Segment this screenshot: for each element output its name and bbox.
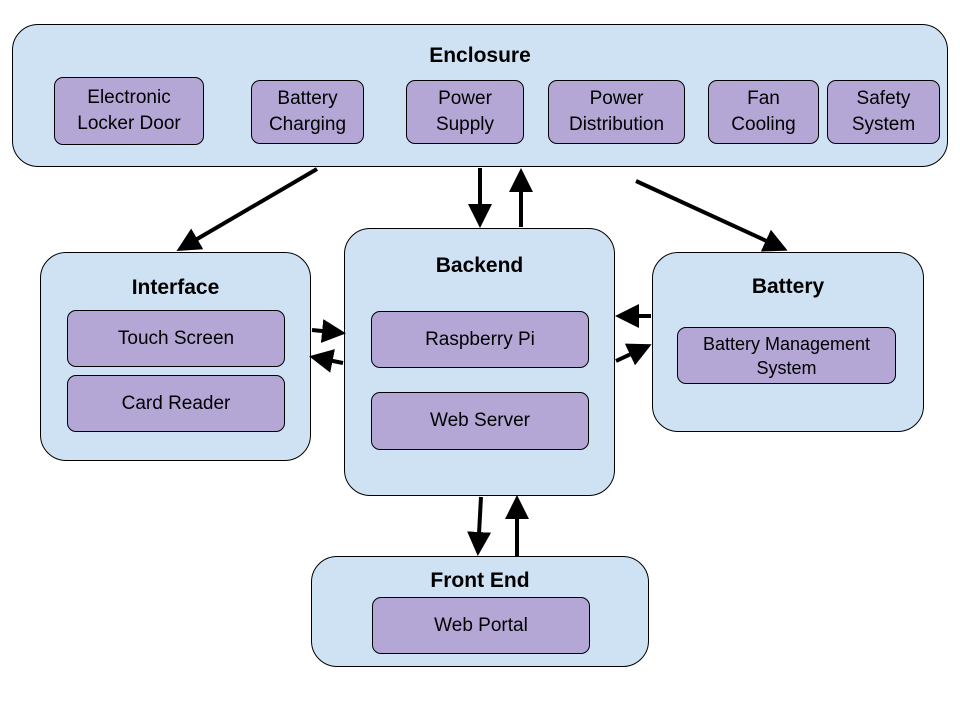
web-server-label: Web Server [430,410,530,431]
battery-charging-label: Battery Charging [268,88,347,135]
battery-group: Battery Battery Management System [652,252,924,432]
touch-screen-label: Touch Screen [117,327,235,349]
card-reader-box: Card Reader [67,375,285,432]
interface-title: Interface [131,276,220,299]
safety-system-label: Safety System [851,88,916,135]
power-distribution-box: Power Distribution [548,80,685,144]
interface-group: Interface Touch Screen Card Reader [40,252,311,461]
arrow-backend-to-interface [309,349,344,373]
raspberry-pi-label: Raspberry Pi [425,328,535,350]
safety-system-box: Safety System [827,80,940,144]
frontend-title: Front End [430,569,530,592]
frontend-group: Front End Web Portal [311,556,649,667]
battery-charging-box: Battery Charging [251,80,364,144]
fan-cooling-label: Fan Cooling [731,88,796,135]
battery-management-system-box: Battery Management System [677,327,896,384]
web-portal-label: Web Portal [434,614,528,636]
power-supply-box: Power Supply [406,80,524,144]
electronic-locker-door-label: Electronic Locker Door [77,87,181,134]
arrow-enclosure-to-interface [176,167,319,252]
power-supply-label: Power Supply [435,88,495,135]
raspberry-pi-box: Raspberry Pi [371,311,589,368]
fan-cooling-box: Fan Cooling [708,80,819,144]
arrow-interface-to-backend [311,319,346,343]
electronic-locker-door-box: Electronic Locker Door [54,77,204,145]
touch-screen-box: Touch Screen [67,310,285,367]
battery-title: Battery [751,275,825,298]
battery-management-system-label: Battery Management System [702,333,871,378]
backend-title: Backend [435,254,524,277]
arrow-enclosure-to-battery [635,179,788,252]
web-server-box: Web Server [371,392,589,450]
arrow-backend-to-battery [615,343,652,366]
enclosure-group: Enclosure Electronic Locker Door Battery… [12,24,948,167]
enclosure-title: Enclosure [429,44,531,67]
power-distribution-label: Power Distribution [568,88,665,135]
web-portal-box: Web Portal [372,597,590,654]
arrow-backend-to-frontend [467,496,492,556]
backend-group: Backend Raspberry Pi Web Server [344,228,615,496]
card-reader-label: Card Reader [121,392,231,414]
